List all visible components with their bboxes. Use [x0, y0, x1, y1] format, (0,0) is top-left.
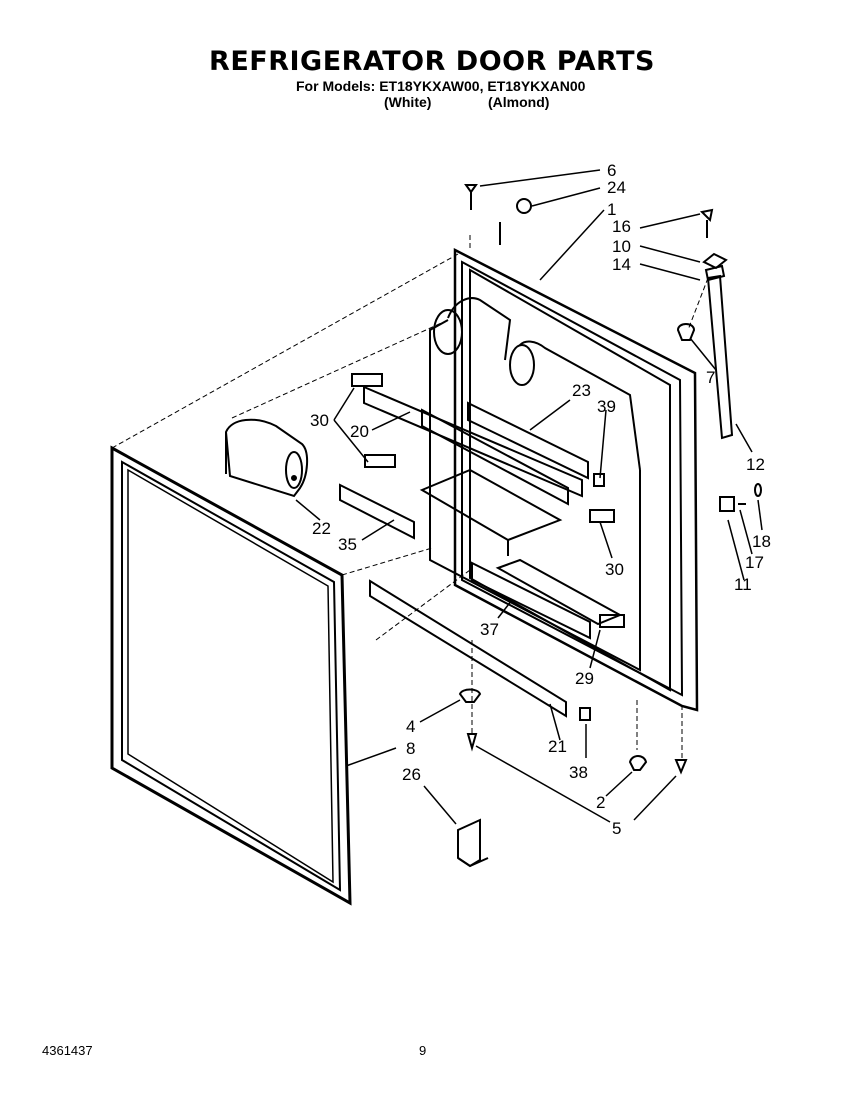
projection-lines [111, 235, 709, 760]
callout-23: 23 [572, 381, 591, 400]
page-number: 9 [419, 1043, 427, 1058]
callout-2: 2 [596, 793, 605, 812]
shelf-bars [363, 385, 591, 718]
side-latch [719, 483, 762, 512]
callout-11: 11 [734, 575, 752, 594]
callout-39: 39 [597, 397, 616, 416]
callout-labels: 6 24 1 16 10 14 7 12 30 20 23 39 22 35 3… [310, 161, 771, 838]
door-bar-35 [339, 483, 415, 540]
callout-7: 7 [706, 368, 715, 387]
door-gasket [110, 445, 352, 906]
callout-22: 22 [312, 519, 331, 538]
callout-14: 14 [612, 255, 631, 274]
callout-18: 18 [752, 532, 771, 551]
callout-17: 17 [745, 553, 764, 572]
callout-12: 12 [746, 455, 765, 474]
callout-6: 6 [607, 161, 616, 180]
callout-21: 21 [548, 737, 567, 756]
door-handle [699, 208, 734, 440]
callout-29: 29 [575, 669, 594, 688]
document-number: 4361437 [42, 1043, 93, 1058]
bottom-hardware [457, 688, 688, 868]
callout-1: 1 [607, 200, 616, 219]
callout-8: 8 [406, 739, 415, 758]
callout-5: 5 [612, 819, 621, 838]
models-line: For Models: ET18YKXAW00, ET18YKXAN00 [296, 78, 586, 94]
variant-white: (White) [384, 94, 432, 110]
page-title: REFRIGERATOR DOOR PARTS [209, 46, 655, 77]
door-liner [429, 247, 699, 712]
callout-10: 10 [612, 237, 631, 256]
variant-almond: (Almond) [488, 94, 550, 110]
butter-compartment [224, 418, 308, 498]
top-hardware [464, 184, 696, 341]
callout-26: 26 [402, 765, 421, 784]
callout-4: 4 [406, 717, 415, 736]
callout-24: 24 [607, 178, 626, 197]
callout-37: 37 [480, 620, 499, 639]
callout-30a: 30 [310, 411, 329, 430]
shelf-end-caps [351, 373, 625, 721]
callout-16: 16 [612, 217, 631, 236]
callout-20: 20 [350, 422, 369, 441]
callout-30b: 30 [605, 560, 624, 579]
callout-35: 35 [338, 535, 357, 554]
leader-lines [295, 169, 763, 825]
callout-38: 38 [569, 763, 588, 782]
